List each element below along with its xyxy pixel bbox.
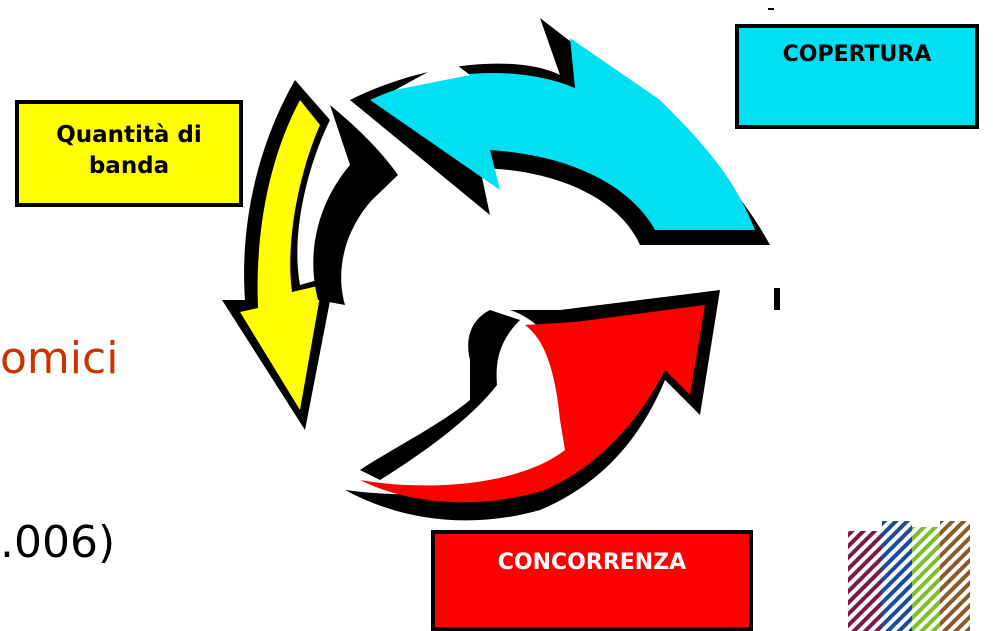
red-arrow bbox=[345, 290, 720, 521]
partial-text-line: .006) bbox=[0, 517, 116, 568]
striped-logo-icon bbox=[848, 521, 970, 631]
concorrenza-label: CONCORRENZA bbox=[497, 550, 687, 575]
yellow-arrow bbox=[222, 80, 398, 430]
partial-text-line: omici bbox=[0, 333, 119, 384]
concorrenza-box: CONCORRENZA bbox=[431, 530, 753, 631]
copertura-box: COPERTURA bbox=[735, 24, 979, 129]
cyan-arrow bbox=[350, 18, 770, 245]
copertura-label: COPERTURA bbox=[782, 42, 932, 67]
